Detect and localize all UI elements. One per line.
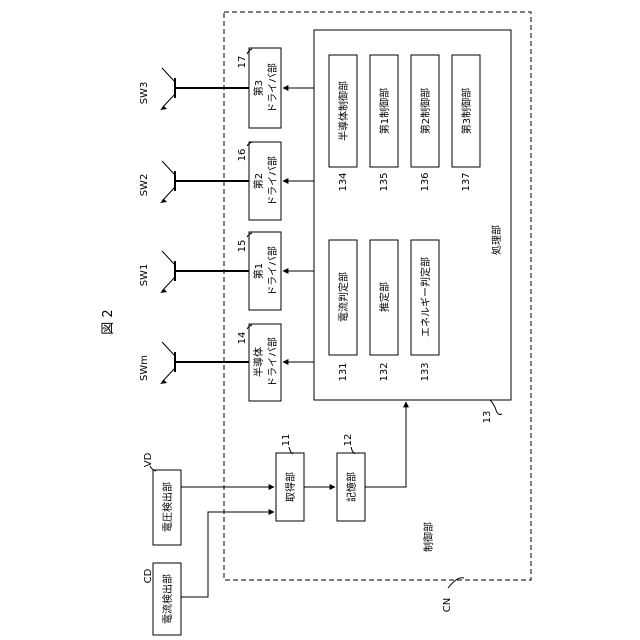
- acquire-unit: 取得部 11: [276, 434, 304, 521]
- switch-sw2-icon: [160, 161, 175, 203]
- svg-text:半導体: 半導体: [252, 347, 265, 377]
- switch-sw3-icon: [160, 68, 175, 110]
- svg-text:エネルギー判定部: エネルギー判定部: [419, 257, 432, 337]
- current-detector: 電流検出部 CD: [143, 563, 181, 635]
- processing-unit-label: 処理部: [490, 225, 503, 255]
- arrow-storage-to-processing: [365, 402, 406, 487]
- svg-text:132: 132: [379, 362, 390, 381]
- svg-text:推定部: 推定部: [378, 282, 391, 312]
- svg-text:134: 134: [338, 172, 349, 191]
- svg-text:ドライバ部: ドライバ部: [266, 63, 279, 113]
- svg-text:14: 14: [237, 332, 248, 345]
- svg-text:ドライバ部: ドライバ部: [266, 337, 279, 387]
- svg-text:11: 11: [281, 434, 292, 447]
- switch-sw1-label: SW1: [139, 264, 150, 287]
- svg-text:第3制御部: 第3制御部: [460, 88, 473, 134]
- svg-text:17: 17: [237, 56, 248, 69]
- svg-text:ドライバ部: ドライバ部: [266, 246, 279, 296]
- figure-title: 図 2: [101, 309, 116, 334]
- svg-text:131: 131: [338, 362, 349, 381]
- svg-text:記憶部: 記憶部: [345, 472, 358, 502]
- switch-sw2-label: SW2: [139, 174, 150, 197]
- svg-text:電流判定部: 電流判定部: [337, 272, 350, 322]
- svg-text:第2制御部: 第2制御部: [419, 88, 432, 134]
- svg-text:第1: 第1: [252, 263, 265, 279]
- control-unit-label: 制御部: [422, 522, 435, 552]
- vd-label: VD: [143, 452, 154, 467]
- cn-leader: [448, 578, 464, 588]
- svg-text:取得部: 取得部: [284, 472, 297, 502]
- svg-text:電圧検出部: 電圧検出部: [161, 482, 174, 532]
- svg-text:半導体制御部: 半導体制御部: [337, 81, 350, 141]
- svg-text:ドライバ部: ドライバ部: [266, 156, 279, 206]
- svg-text:15: 15: [237, 240, 248, 253]
- cn-label: CN: [442, 598, 453, 612]
- voltage-detector: 電圧検出部 VD: [143, 452, 181, 545]
- switch-swm-label: SWm: [139, 355, 150, 381]
- svg-text:133: 133: [420, 362, 431, 381]
- svg-text:135: 135: [379, 172, 390, 191]
- ref-13: 13: [482, 411, 493, 424]
- cd-label: CD: [143, 568, 154, 583]
- switch-sw1-icon: [160, 251, 175, 293]
- svg-text:12: 12: [343, 434, 354, 447]
- svg-text:137: 137: [461, 172, 472, 191]
- svg-text:第3: 第3: [252, 80, 265, 96]
- svg-text:136: 136: [420, 172, 431, 191]
- switch-swm-icon: [160, 342, 175, 384]
- svg-text:16: 16: [237, 149, 248, 162]
- svg-text:第1制御部: 第1制御部: [378, 88, 391, 134]
- svg-text:電流検出部: 電流検出部: [161, 574, 174, 624]
- storage-unit: 記憶部 12: [337, 434, 365, 521]
- arrow-cd-to-acquire: [181, 512, 274, 597]
- switch-sw3-label: SW3: [139, 82, 150, 105]
- svg-text:第2: 第2: [252, 173, 265, 189]
